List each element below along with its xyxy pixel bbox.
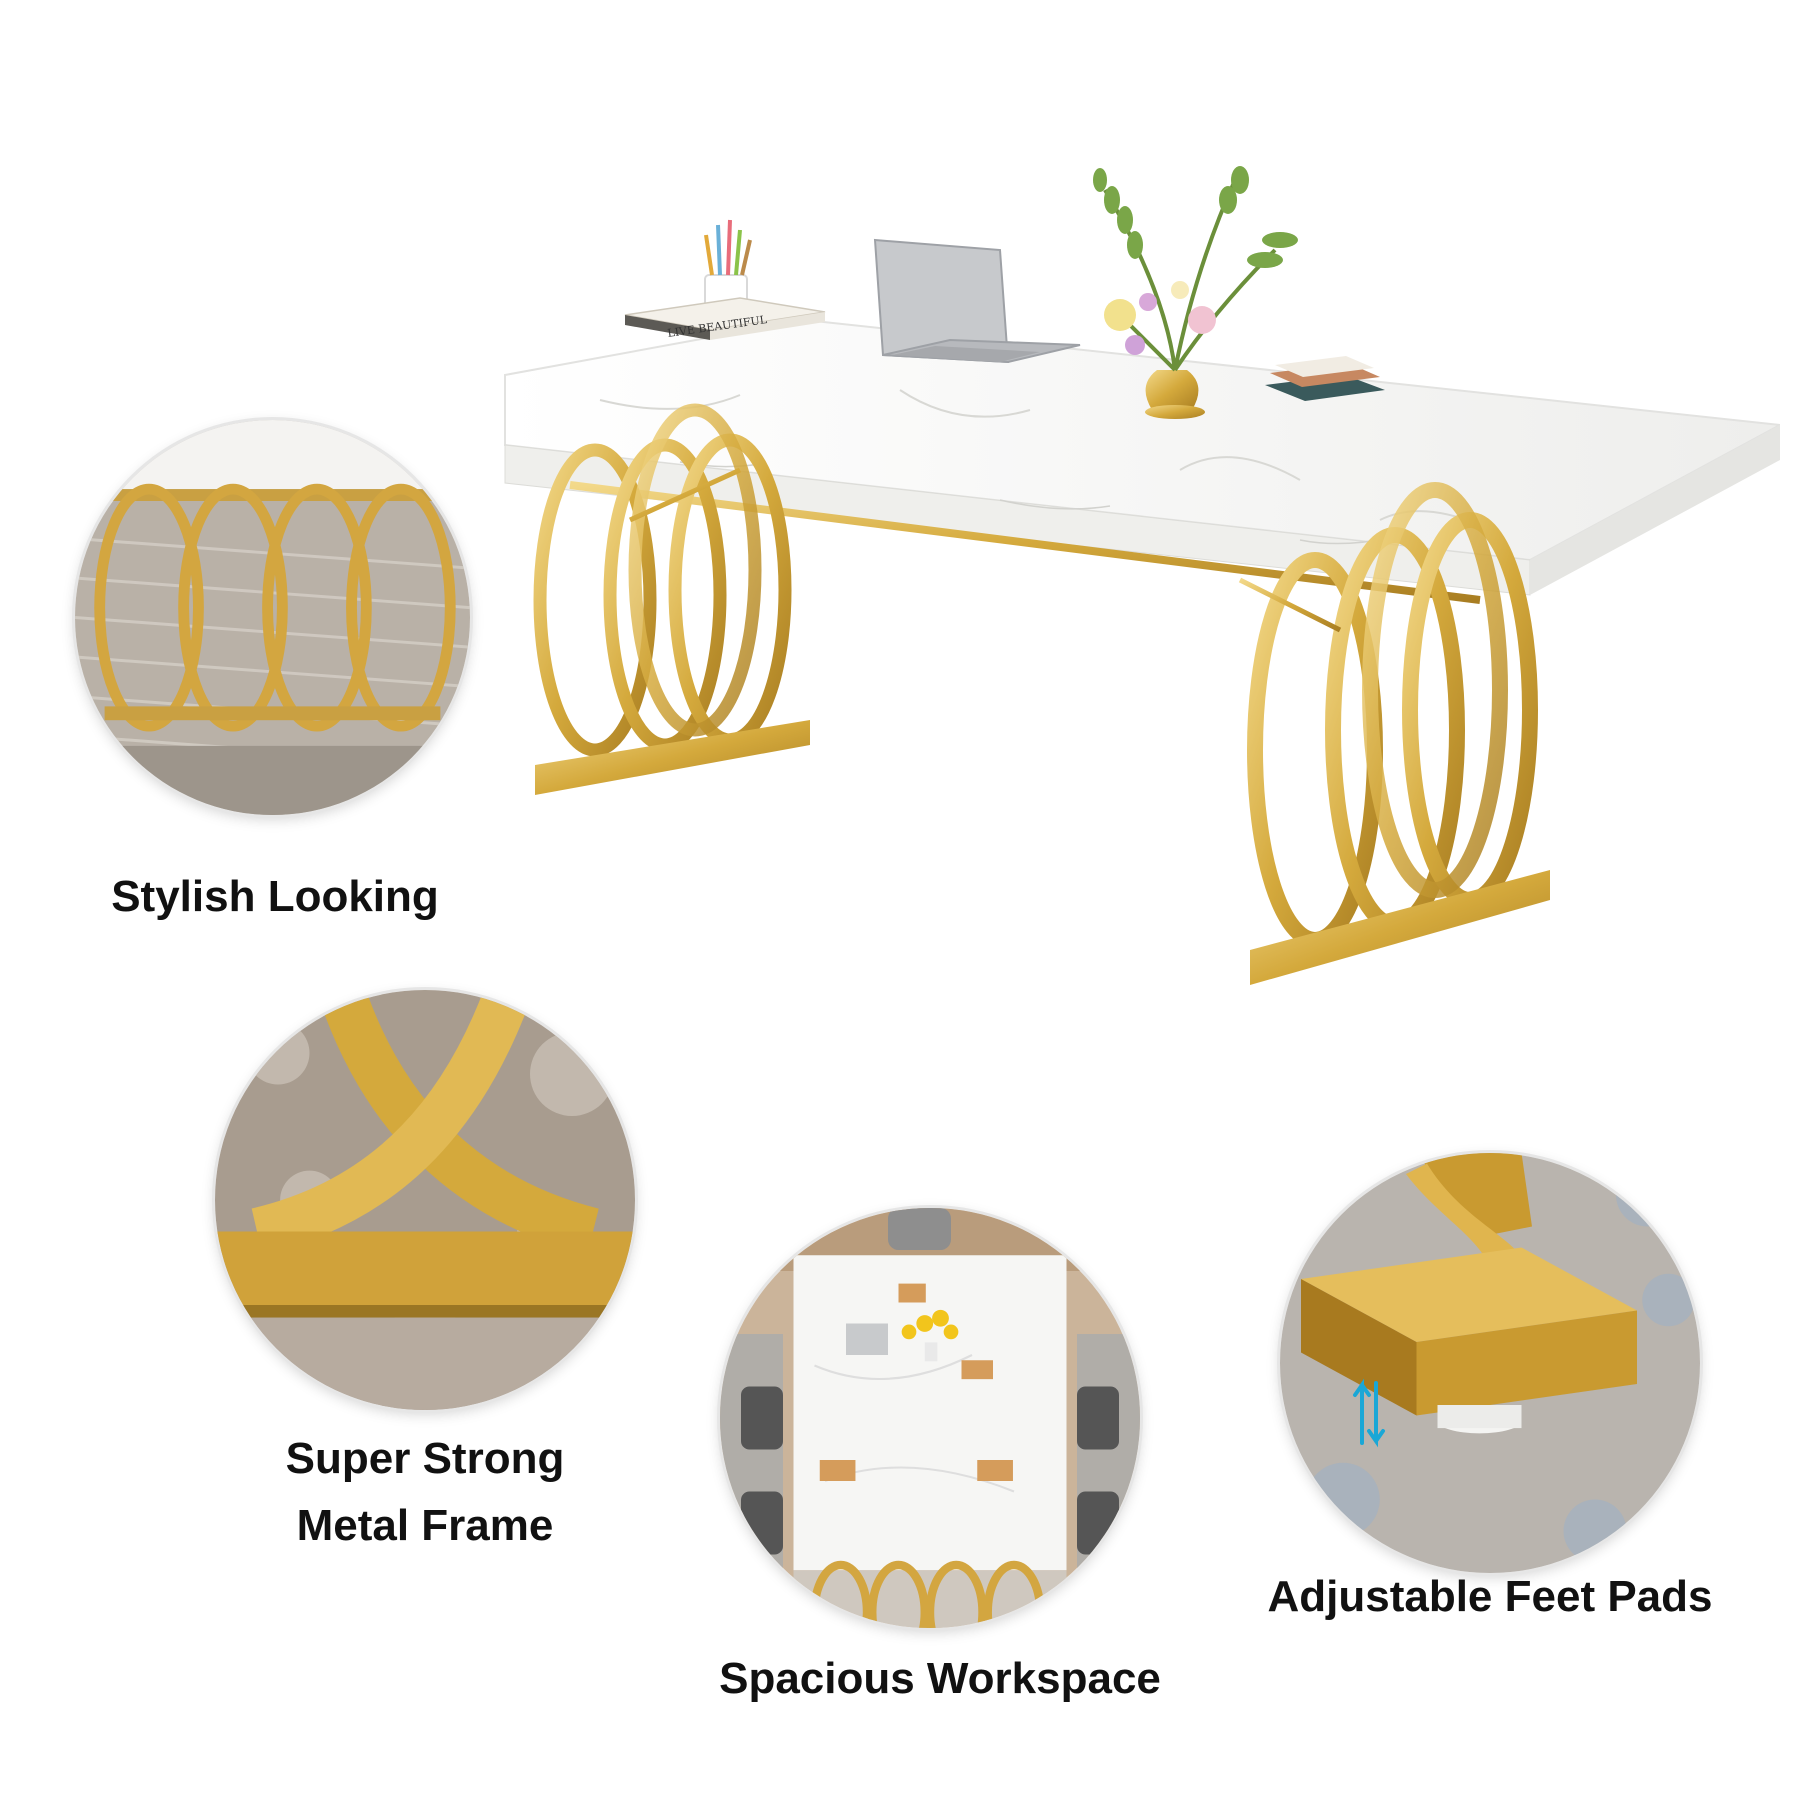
metal-frame-detail-image	[215, 990, 635, 1410]
caption-stylish-looking: Stylish Looking	[111, 872, 439, 921]
caption-adjustable-feet-pads: Adjustable Feet Pads	[1267, 1572, 1713, 1621]
flower-vase	[1093, 166, 1298, 419]
notebook-stack	[1265, 356, 1385, 401]
workspace-detail-image	[720, 1208, 1140, 1628]
caption-spacious-workspace: Spacious Workspace	[719, 1654, 1161, 1703]
left-leg-base	[535, 720, 810, 795]
caption-super-strong: Super Strong	[285, 1434, 565, 1483]
right-leg-base	[1250, 870, 1550, 985]
feet-pads-detail-image	[1280, 1153, 1700, 1573]
laptop	[873, 238, 1081, 364]
caption-metal-frame: Metal Frame	[296, 1501, 554, 1550]
adjust-arrows-icon	[1353, 1378, 1385, 1448]
desk-product-image: LIVE BEAUTIFUL	[504, 166, 1780, 985]
stylish-detail-image	[75, 420, 470, 815]
book-stack: LIVE BEAUTIFUL	[624, 297, 826, 340]
